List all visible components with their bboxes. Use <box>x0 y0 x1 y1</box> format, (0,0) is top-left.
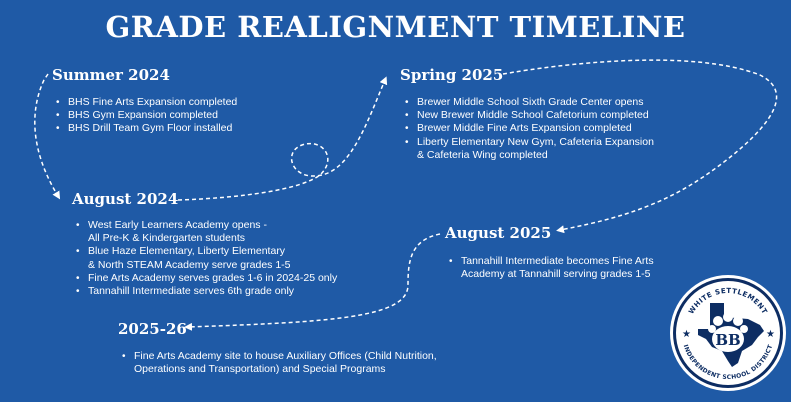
heading-august-2024: August 2024 <box>72 190 179 208</box>
list-august-2024: West Early Learners Academy opens - All … <box>76 219 337 298</box>
page-title: GRADE REALIGNMENT TIMELINE <box>105 10 686 44</box>
list-item: Brewer Middle Fine Arts Expansion comple… <box>405 122 654 135</box>
list-item: New Brewer Middle School Cafetorium comp… <box>405 109 654 122</box>
list-item: West Early Learners Academy opens - All … <box>76 219 337 245</box>
list-spring-2025: Brewer Middle School Sixth Grade Center … <box>405 96 654 162</box>
list-item: Tannahill Intermediate serves 6th grade … <box>76 285 337 298</box>
heading-summer-2024: Summer 2024 <box>52 66 170 84</box>
list-2025-26: Fine Arts Academy site to house Auxiliar… <box>122 350 437 376</box>
list-item: BHS Fine Arts Expansion completed <box>56 96 237 109</box>
district-seal-logo: BB ★ ★ WHITE SETTLEMENT INDEPENDENT SCHO… <box>670 275 786 391</box>
heading-spring-2025: Spring 2025 <box>400 66 504 84</box>
list-item: Fine Arts Academy site to house Auxiliar… <box>122 350 437 376</box>
list-item: Blue Haze Elementary, Liberty Elementary… <box>76 245 337 271</box>
connector-summer-to-august-2024 <box>34 79 61 200</box>
seal-monogram: BB <box>715 331 740 349</box>
heading-2025-26: 2025-26 <box>118 320 187 338</box>
connector-august-2024-to-spring-2025 <box>177 76 388 201</box>
list-summer-2024: BHS Fine Arts Expansion completed BHS Gy… <box>56 96 237 136</box>
connector-summer-2024-tail <box>43 73 49 81</box>
star-icon: ★ <box>766 329 775 340</box>
list-item: Liberty Elementary New Gym, Cafeteria Ex… <box>405 136 654 162</box>
list-item: BHS Drill Team Gym Floor installed <box>56 122 237 135</box>
list-august-2025: Tannahill Intermediate becomes Fine Arts… <box>449 255 654 281</box>
star-icon: ★ <box>682 329 691 340</box>
paw-print-icon <box>708 312 748 352</box>
connector-august-2025-to-2025-26 <box>184 233 441 331</box>
list-item: Fine Arts Academy serves grades 1-6 in 2… <box>76 272 337 285</box>
list-item: Tannahill Intermediate becomes Fine Arts… <box>449 255 654 281</box>
list-item: BHS Gym Expansion completed <box>56 109 237 122</box>
heading-august-2025: August 2025 <box>445 224 552 242</box>
list-item: Brewer Middle School Sixth Grade Center … <box>405 96 654 109</box>
connector-spring-2025-to-august-2025 <box>502 59 778 234</box>
